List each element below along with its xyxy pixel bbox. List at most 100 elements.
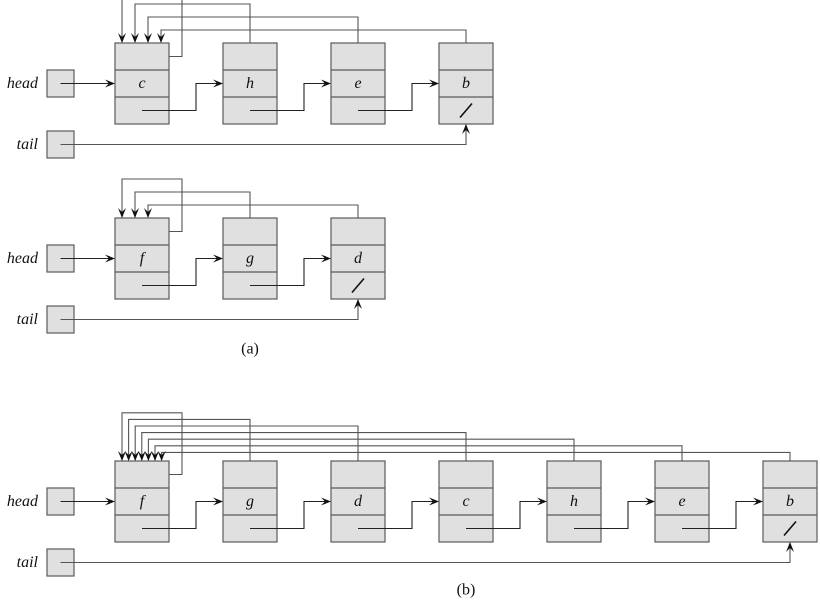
node-d: d <box>330 217 386 300</box>
arrow-right-icon <box>429 497 439 506</box>
node-key: f <box>140 493 147 510</box>
back-pointer-line <box>160 29 467 57</box>
caption-b: (b) <box>457 582 476 599</box>
node-b: b <box>438 42 494 125</box>
node-e: e <box>654 460 710 543</box>
slash-nil-icon <box>783 520 797 537</box>
node-key: g <box>246 493 254 510</box>
node-key: f <box>140 250 147 267</box>
arrow-right-icon <box>105 254 115 263</box>
arrow-up-icon <box>786 542 794 552</box>
arrow-down-icon <box>118 208 126 218</box>
arrow-down-icon <box>131 33 139 43</box>
caption-a: (a) <box>241 341 259 358</box>
node-h: h <box>222 42 278 125</box>
node-c: c <box>114 42 170 125</box>
node-f: f <box>114 217 170 300</box>
arrow-down-icon <box>137 451 146 461</box>
next-pointer-line <box>250 500 330 530</box>
slash-nil-icon <box>459 102 473 119</box>
tail-pointer: tail <box>17 305 75 334</box>
back-pointer-e <box>154 445 683 475</box>
back-pointer-e <box>147 16 359 57</box>
arrow-down-icon <box>151 451 159 461</box>
back-pointer-h <box>147 438 575 475</box>
back-pointer-b <box>160 29 467 57</box>
arrow-right-icon <box>213 79 223 88</box>
arrow-right-icon <box>753 497 763 506</box>
list-b-1: head tail f g d c h e b (b) <box>7 412 818 599</box>
back-pointer-d <box>134 425 359 475</box>
tail-label: tail <box>17 554 39 571</box>
node-key: h <box>570 493 578 510</box>
node-d: d <box>330 460 386 543</box>
next-pointer-line <box>250 257 330 287</box>
arrow-right-icon <box>429 79 439 88</box>
arrow-right-icon <box>213 497 223 506</box>
next-pointer-line <box>142 500 222 530</box>
arrow-right-icon <box>105 497 115 506</box>
node-key: e <box>678 493 685 510</box>
head-label: head <box>7 75 39 92</box>
arrow-up-icon <box>462 124 470 134</box>
node-e: e <box>330 42 386 125</box>
arrow-right-icon <box>537 497 547 506</box>
next-pointer-line <box>142 82 222 112</box>
arrow-up-icon <box>354 299 362 309</box>
arrow-down-icon <box>118 33 126 43</box>
arrow-down-icon <box>144 451 153 461</box>
arrow-right-icon <box>321 79 331 88</box>
arrow-down-icon <box>124 451 133 461</box>
arrow-down-icon <box>157 451 166 461</box>
back-pointer-line <box>154 445 683 475</box>
tail-arrow-line <box>60 300 359 321</box>
next-pointer-line <box>358 500 438 530</box>
head-label: head <box>7 493 39 510</box>
node-key: b <box>462 75 470 92</box>
node-key: c <box>462 493 469 510</box>
arrow-down-icon <box>144 33 152 43</box>
arrow-right-icon <box>645 497 655 506</box>
back-pointer-line <box>141 432 467 475</box>
arrow-right-icon <box>321 497 331 506</box>
node-key: d <box>354 493 363 510</box>
node-c: c <box>438 460 494 543</box>
back-pointer-line <box>128 418 251 475</box>
arrow-right-icon <box>213 254 223 263</box>
node-b: b <box>762 460 818 543</box>
back-pointer-line <box>147 438 575 475</box>
node-f: f <box>114 460 170 543</box>
next-pointer-line <box>682 500 762 530</box>
next-pointer-line <box>250 82 330 112</box>
back-pointer-g <box>128 418 251 475</box>
next-pointer-line <box>466 500 546 530</box>
tail-arrow-line <box>60 543 791 564</box>
tail-label: tail <box>17 136 39 153</box>
node-key: c <box>138 75 145 92</box>
arrow-down-icon <box>157 33 165 43</box>
next-pointer-line <box>574 500 654 530</box>
list-a-1: head tail c h e b <box>7 0 494 159</box>
back-pointer-line <box>147 16 359 57</box>
tail-arrow-line <box>60 125 467 146</box>
node-h: h <box>546 460 602 543</box>
back-pointer-line <box>134 425 359 475</box>
node-g: g <box>222 460 278 543</box>
node-g: g <box>222 217 278 300</box>
back-pointer-c <box>141 432 467 475</box>
tail-box <box>46 305 75 334</box>
list-a-2: head tail f g d (a) <box>7 178 386 358</box>
node-key: e <box>354 75 361 92</box>
arrow-down-icon <box>118 451 126 461</box>
node-key: h <box>246 75 254 92</box>
arrow-right-icon <box>321 254 331 263</box>
back-pointer-g <box>134 191 251 232</box>
head-label: head <box>7 250 39 267</box>
tail-label: tail <box>17 311 39 328</box>
back-pointer-line <box>134 191 251 232</box>
next-pointer-line <box>358 82 438 112</box>
arrow-down-icon <box>144 208 152 218</box>
node-key: g <box>246 250 254 267</box>
arrow-right-icon <box>105 79 115 88</box>
